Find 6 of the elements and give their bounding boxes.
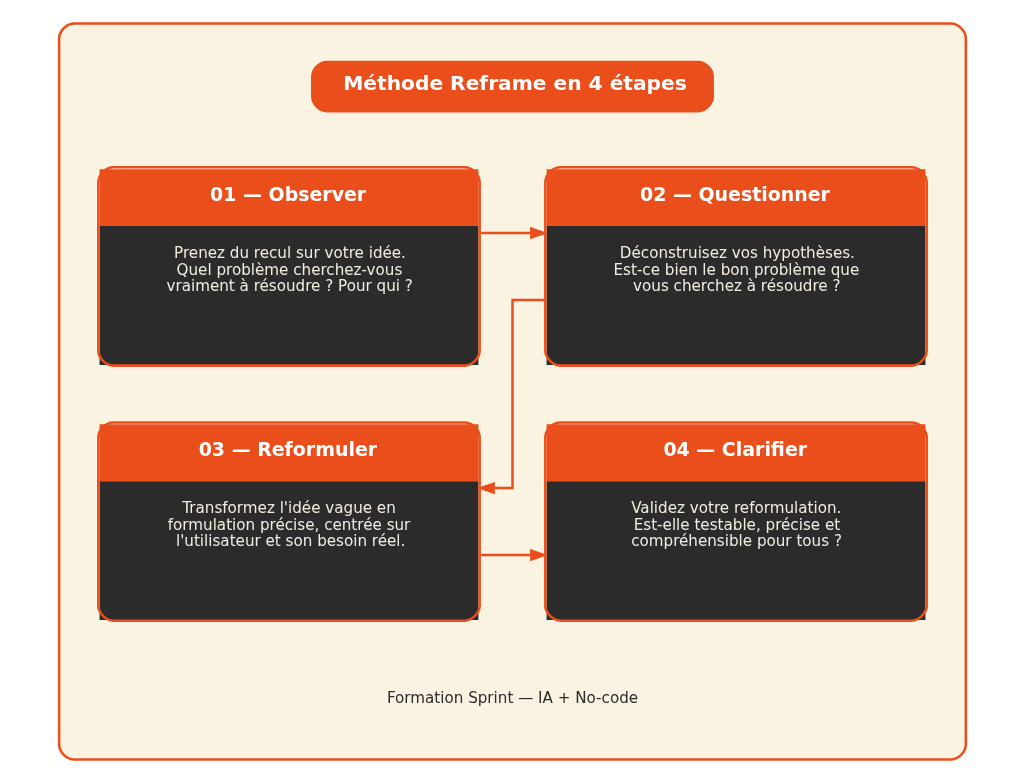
node-box: Méthode Reframe en 4 étapes bbox=[310, 60, 714, 113]
cluster bbox=[57, 22, 967, 761]
arrow bbox=[480, 548, 548, 562]
arrow bbox=[476, 298, 544, 495]
arrow bbox=[480, 226, 548, 240]
label: Formation Sprint — IA + No-code bbox=[386, 688, 638, 707]
